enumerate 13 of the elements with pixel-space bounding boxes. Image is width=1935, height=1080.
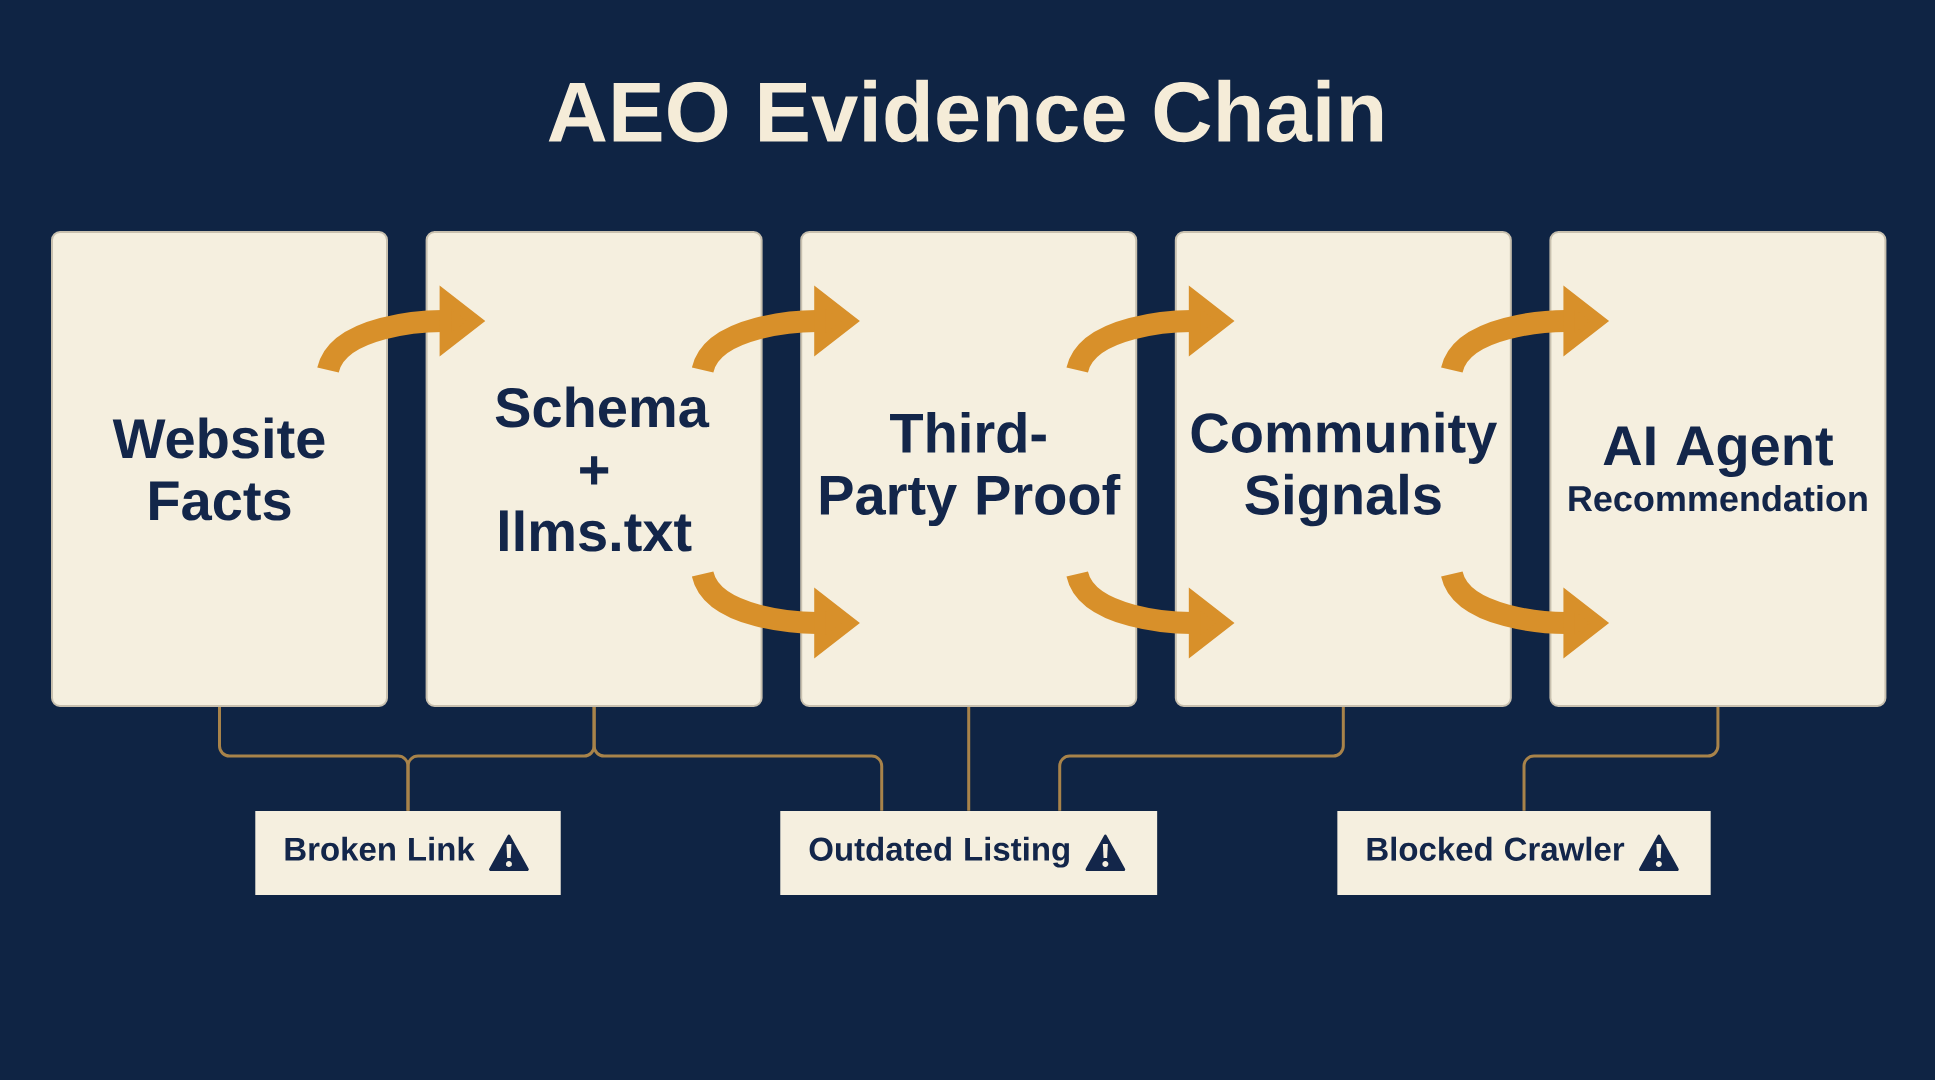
card: Third-Party Proof (800, 231, 1138, 707)
warning-badge: Blocked Crawler (1337, 811, 1711, 895)
connector-line (967, 707, 971, 811)
card: Website Facts (51, 231, 388, 707)
warning-badge: Broken Link (255, 811, 561, 895)
warning-badge: Outdated Listing (780, 811, 1158, 895)
card: Schema + llms.txt (425, 231, 763, 707)
connector-line (592, 707, 884, 811)
connector-line (1058, 707, 1345, 811)
card: Community Signals (1174, 231, 1512, 707)
title: AEO Evidence Chain (548, 79, 1383, 143)
connector-line (1522, 707, 1720, 811)
card: AI Agent Recommendation (1549, 231, 1887, 707)
